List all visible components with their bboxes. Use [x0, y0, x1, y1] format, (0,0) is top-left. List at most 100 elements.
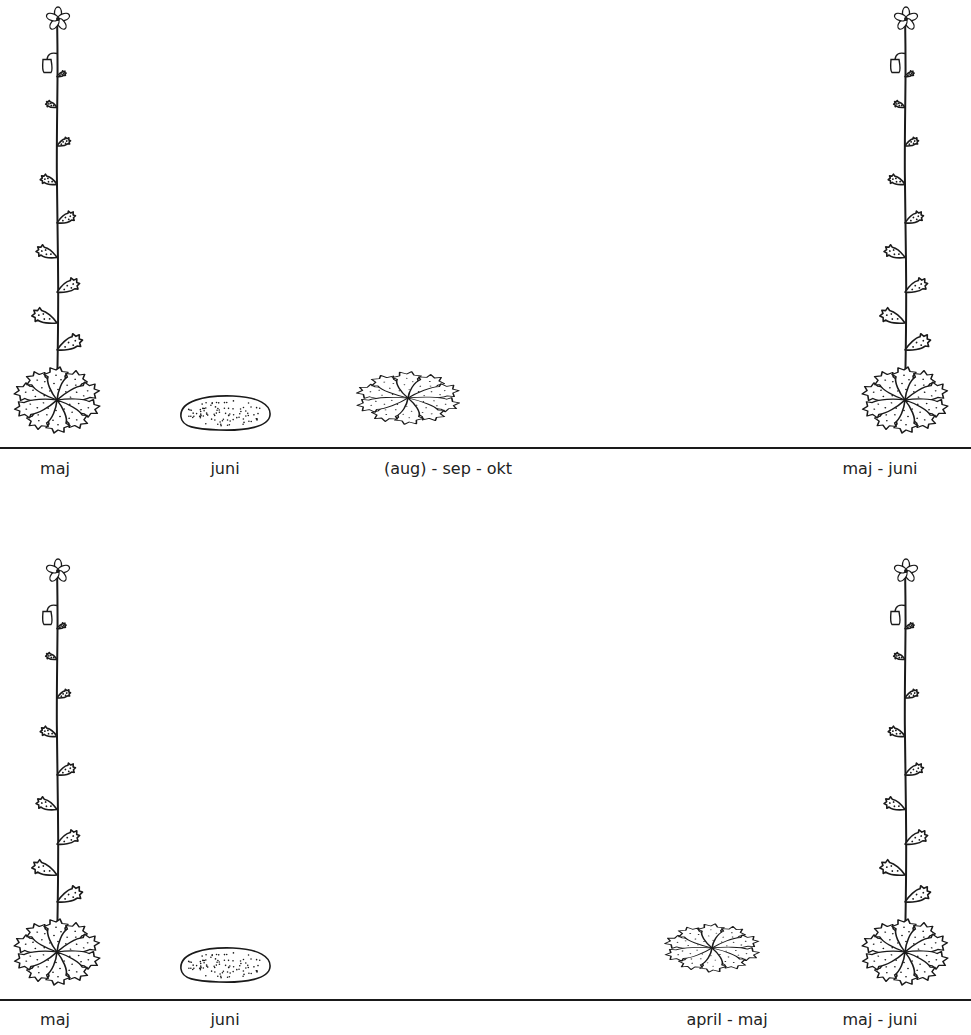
seed-stipple	[226, 402, 228, 404]
leaf	[902, 827, 930, 849]
leaf	[39, 725, 59, 741]
seed-stipple	[210, 404, 212, 406]
leaf-dot	[42, 954, 44, 956]
leaf-dot	[383, 404, 385, 405]
leaf-dot	[895, 177, 897, 179]
leaf-dot	[735, 950, 737, 951]
leaf-outline	[893, 100, 907, 111]
leaf-dot	[50, 654, 52, 656]
leaf	[34, 795, 59, 815]
leaf-dot	[36, 959, 38, 961]
leaf-dot	[69, 948, 71, 950]
leaf-outline	[904, 622, 915, 631]
leaf-dot	[891, 318, 893, 320]
leaf-dot	[896, 870, 898, 872]
seed-stipple	[200, 967, 202, 969]
leaf-dot	[919, 411, 922, 413]
seed-stipple	[248, 954, 250, 956]
seed-stipple	[257, 413, 259, 415]
leaf-dot	[900, 656, 902, 658]
seed-stipple	[228, 414, 230, 416]
seed-stipple	[228, 960, 230, 962]
leaf-dot	[910, 219, 912, 221]
leaf-dot	[882, 948, 884, 950]
leaf	[39, 173, 59, 189]
leaf-dot	[46, 966, 49, 968]
leaf-dot	[60, 931, 62, 932]
seed-stipple	[224, 407, 226, 409]
leaf	[54, 275, 82, 297]
leaf-dot	[886, 972, 889, 974]
seed-stipple	[224, 954, 226, 956]
month-label: maj	[40, 1011, 70, 1029]
leaf-dot	[908, 379, 910, 380]
leaf-dot	[66, 140, 68, 142]
leaf-dot	[69, 767, 71, 769]
seed-stipple	[248, 972, 250, 974]
leaf-dot	[923, 971, 926, 973]
leaf-dot	[890, 865, 892, 867]
seed-stipple	[229, 420, 231, 422]
time-axis	[0, 999, 971, 1001]
leaf	[45, 652, 59, 663]
leaf-dot	[50, 104, 52, 106]
seed-stipple	[188, 961, 190, 963]
leaf-dot	[24, 391, 26, 393]
leaf-dot	[436, 405, 438, 406]
seed-stipple	[256, 970, 258, 972]
leaf-dot	[72, 283, 74, 285]
seed-stipple	[238, 968, 240, 970]
seed-stipple	[200, 961, 202, 963]
seed-stipple	[228, 408, 230, 410]
nodding-bud	[891, 605, 905, 624]
seed-stipple	[216, 954, 218, 956]
seed-stipple	[224, 959, 226, 961]
leaf	[662, 942, 717, 963]
leaf-dot	[42, 865, 44, 867]
seed-stipple	[217, 408, 219, 410]
leaf-dot	[898, 102, 900, 104]
seed-stipple	[222, 420, 224, 422]
leaf-dot	[72, 896, 74, 898]
seed-stipple	[233, 952, 235, 954]
leaf-dot	[919, 963, 922, 965]
leaf-dot	[935, 407, 937, 409]
leaf-dot	[681, 950, 683, 951]
leaf-dot	[884, 931, 887, 933]
leaf	[54, 827, 82, 849]
leaf-dot	[78, 955, 80, 957]
leaf-dot	[385, 414, 388, 415]
leaf-dot	[914, 692, 916, 694]
seed-stipple	[233, 400, 235, 402]
leaf-dot	[67, 893, 69, 895]
seed-outline	[181, 396, 270, 430]
leaf-dot	[32, 941, 34, 943]
leaf-dot	[923, 384, 926, 386]
leaf-dot	[884, 379, 887, 381]
leaf-dot	[890, 402, 892, 404]
seed-stipple	[190, 415, 192, 417]
leaf-dot	[731, 932, 734, 933]
leaf-dot	[884, 959, 886, 961]
leaf-dot	[907, 968, 909, 969]
leaf-dot	[381, 395, 383, 396]
leaf-outline	[902, 275, 930, 297]
flower	[894, 559, 919, 583]
leaf-dot	[894, 414, 897, 416]
seed-stipple	[211, 970, 213, 972]
leaf-dot	[697, 934, 700, 935]
leaf-dot	[63, 840, 65, 842]
leaf-dot	[72, 344, 74, 346]
month-label: maj - juni	[843, 460, 918, 478]
seed-stipple	[233, 966, 235, 968]
leaf-dot	[712, 965, 714, 967]
seed-stipple	[205, 959, 207, 961]
leaf-dot	[50, 253, 52, 255]
leaf-dot	[745, 953, 747, 954]
seed-stipple	[202, 960, 204, 962]
leaf-dot	[375, 401, 377, 402]
seed-stipple	[203, 415, 205, 417]
seed-stipple	[223, 419, 225, 421]
leaf	[903, 136, 920, 149]
leaf-dot	[370, 405, 372, 406]
